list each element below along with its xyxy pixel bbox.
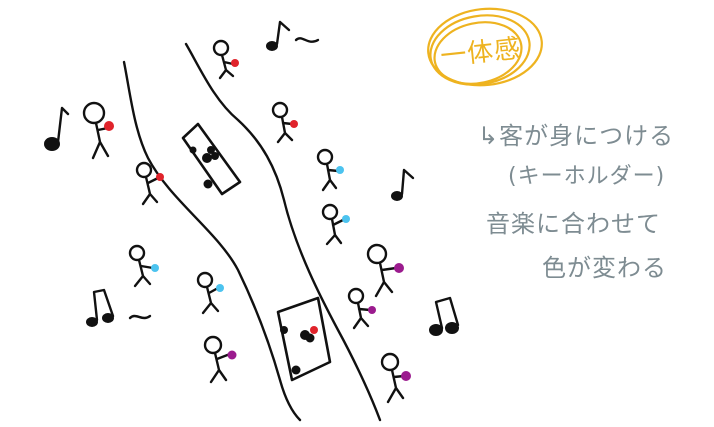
music-note-icon [86,288,115,327]
spectator-figure [82,101,114,160]
parade-float [276,296,332,382]
road-left-edge [122,60,302,422]
road-right-edge [184,42,382,422]
music-note-icon [391,168,415,201]
spectator-figure [271,101,298,144]
parade-float [181,122,242,196]
note-line: 色が変わる [542,254,667,282]
music-note-icon [429,296,460,336]
note-line: 音楽に合わせて [486,210,661,238]
spectator-figure [203,335,237,384]
spectator-figure [128,244,159,288]
spectator-figure [380,352,411,404]
spectator-figure [212,39,239,80]
spectator-figure [135,161,164,206]
spectator-figure [366,243,404,298]
note-line: ↳客が身につける [478,122,675,150]
spectator-figure [316,148,344,192]
title-highlight-scribble [427,7,543,87]
note-line: (キーホルダー) [508,164,666,189]
spectator-figure [321,203,350,246]
tilde-mark [294,37,320,43]
music-note-icon [266,20,291,51]
music-note-icon [44,106,70,151]
tilde-mark [128,314,152,320]
spectator-figure [196,271,224,315]
spectator-figure [347,287,376,330]
